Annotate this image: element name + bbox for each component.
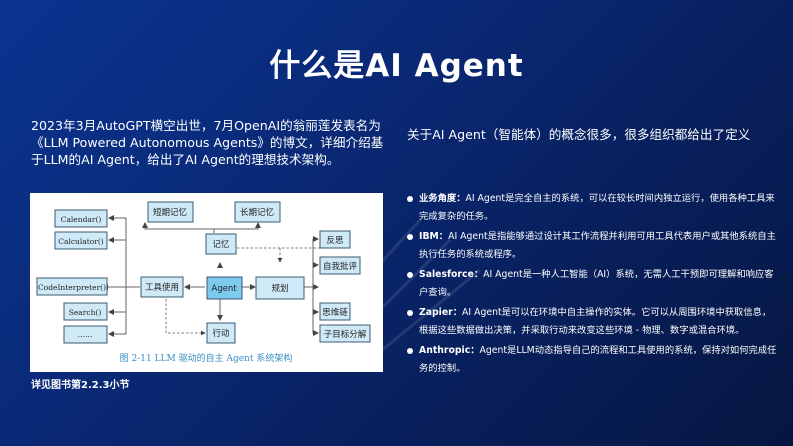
node-memory: 记忆 <box>212 239 230 250</box>
definition-item: Anthropic：Agent是LLM动态指导自己的流程和工具使用的系统，保持对… <box>407 342 777 377</box>
tool-item: Search() <box>69 308 102 317</box>
definition-text: AI Agent是完全自主的系统，可以在较长时间内独立运行，使用各种工具来完成复… <box>419 193 775 222</box>
bullet-icon <box>407 196 413 202</box>
book-reference-note: 详见图书第2.2.3小节 <box>31 380 130 391</box>
definition-item: Salesforce：AI Agent是一种人工智能（AI）系统，无需人工干预即… <box>407 266 777 301</box>
bullet-icon <box>407 348 413 354</box>
definition-item: IBM：AI Agent是指能够通过设计其工作流程并利用可用工具代表用户或其他系… <box>407 228 777 263</box>
plan-item: 反思 <box>326 235 344 246</box>
node-short-term-memory: 短期记忆 <box>153 207 188 218</box>
diagram-caption: 图 2-11 LLM 驱动的自主 Agent 系统架构 <box>120 352 293 364</box>
node-agent: Agent <box>211 284 237 294</box>
definition-org: IBM： <box>419 231 449 242</box>
tool-item: …… <box>78 330 93 339</box>
node-action: 行动 <box>212 328 230 339</box>
intro-paragraph: 2023年3月AutoGPT横空出世，7月OpenAI的翁丽莲发表名为《LLM … <box>31 118 384 167</box>
plan-item: 思维链 <box>322 307 348 318</box>
bullet-icon <box>407 310 413 316</box>
tool-item: Calculator() <box>58 237 104 246</box>
definition-text: AI Agent是可以在环境中自主操作的实体。它可以从周围环境中获取信息，根据这… <box>419 307 772 336</box>
definitions-list: 业务角度：AI Agent是完全自主的系统，可以在较长时间内独立运行，使用各种工… <box>407 190 777 380</box>
bullet-icon <box>407 272 413 278</box>
tool-item: Calendar() <box>61 215 102 224</box>
definition-text: AI Agent是指能够通过设计其工作流程并利用可用工具代表用户或其他系统自主执… <box>419 231 776 260</box>
page-title: 什么是AI Agent <box>269 48 524 84</box>
definition-item: Zapier：AI Agent是可以在环境中自主操作的实体。它可以从周围环境中获… <box>407 304 777 339</box>
definition-text: Agent是LLM动态指导自己的流程和工具使用的系统，保持对如何完成任务的控制。 <box>419 345 777 374</box>
definition-org: Anthropic： <box>419 345 480 356</box>
definition-org: Zapier： <box>419 307 463 318</box>
tool-item: CodeInterpreter() <box>38 283 106 292</box>
node-tools: 工具使用 <box>145 282 179 293</box>
agent-architecture-diagram: 短期记忆 长期记忆 记忆 Agent 工具使用 规划 行动 Calendar()… <box>30 193 383 372</box>
node-planning: 规划 <box>271 283 288 294</box>
definition-item: 业务角度：AI Agent是完全自主的系统，可以在较长时间内独立运行，使用各种工… <box>407 190 777 225</box>
definition-org: Salesforce： <box>419 269 484 280</box>
bullet-icon <box>407 234 413 240</box>
node-long-term-memory: 长期记忆 <box>240 207 275 218</box>
definitions-intro: 关于AI Agent（智能体）的概念很多，很多组织都给出了定义 <box>407 127 751 142</box>
plan-item: 子目标分解 <box>324 329 367 340</box>
definition-org: 业务角度： <box>419 193 466 204</box>
definition-text: AI Agent是一种人工智能（AI）系统，无需人工干预即可理解和响应客户查询。 <box>419 269 774 298</box>
plan-item: 自我批评 <box>323 261 358 272</box>
